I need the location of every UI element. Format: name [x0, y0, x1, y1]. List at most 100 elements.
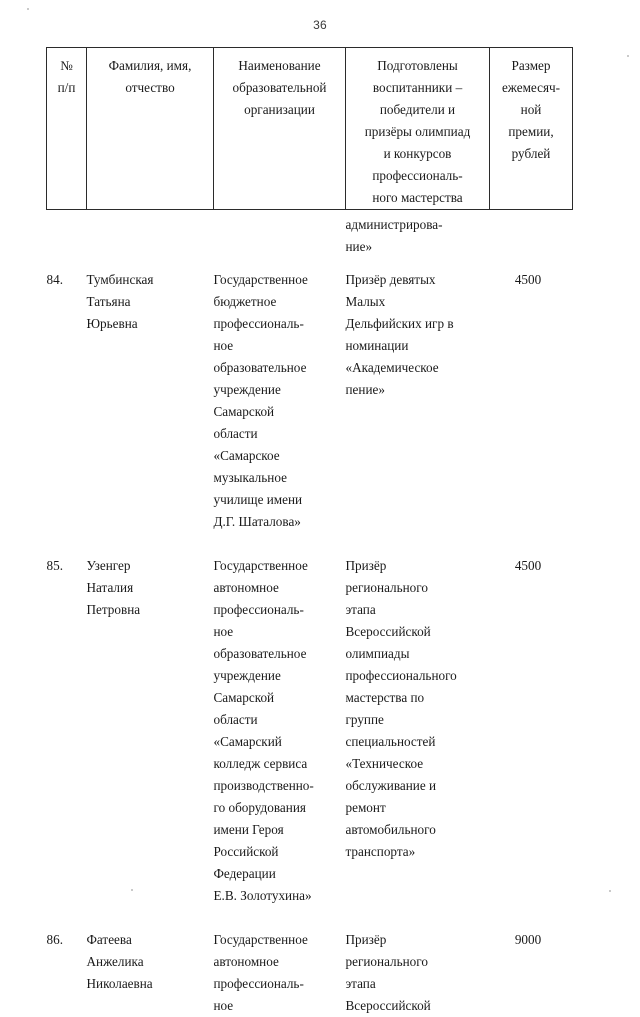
- cell-line: Самарской: [214, 401, 340, 423]
- cell-line: Юрьевна: [87, 313, 208, 335]
- cell-line: Размер: [494, 55, 568, 77]
- cell-line: образовательной: [218, 77, 341, 99]
- cell-line: воспитанники –: [350, 77, 485, 99]
- cell-line: области: [214, 423, 340, 445]
- cell-line: Всероссийской: [346, 621, 484, 643]
- cell-line: Д.Г. Шаталова»: [214, 511, 340, 533]
- cell-line: Малых: [346, 291, 484, 313]
- row-amount: 4500: [490, 269, 573, 533]
- cell-line: 84.: [47, 269, 81, 291]
- column-header-fullname-text: Фамилия, имя,отчество: [91, 55, 209, 99]
- cell-line: призёры олимпиад: [350, 121, 485, 143]
- row-spacer: [47, 258, 573, 269]
- cell-line: организации: [218, 99, 341, 121]
- cell-line: обслуживание и: [346, 775, 484, 797]
- cell-line: Татьяна: [87, 291, 208, 313]
- cell-line: Призёр девятых: [346, 269, 484, 291]
- cell-line: училище имени: [214, 489, 340, 511]
- cell-line: Наименование: [218, 55, 341, 77]
- cell-line: Николаевна: [87, 973, 208, 995]
- row-number: 85.: [47, 555, 87, 907]
- continuation-fullname: [87, 210, 214, 259]
- cell-line: регионального: [346, 577, 484, 599]
- cell-line: автономное: [214, 577, 340, 599]
- cell-line: образовательное: [214, 357, 340, 379]
- cell-line: ное: [214, 995, 340, 1017]
- cell-line: Фамилия, имя,: [91, 55, 209, 77]
- continuation-organization: [214, 210, 346, 259]
- scan-artifact: [609, 890, 611, 892]
- cell-line: «Академическое: [346, 357, 484, 379]
- continuation-row: администрирова-ние»: [47, 210, 573, 259]
- cell-text: 85.: [47, 555, 81, 577]
- cell-text: администрирова-ние»: [346, 214, 484, 258]
- cell-line: автономное: [214, 951, 340, 973]
- cell-line: Е.В. Золотухина»: [214, 885, 340, 907]
- cell-text: 4500: [490, 269, 567, 291]
- cell-text: 86.: [47, 929, 81, 951]
- cell-line: Государственное: [214, 555, 340, 577]
- cell-line: 4500: [490, 269, 567, 291]
- cell-line: «Самарский: [214, 731, 340, 753]
- cell-line: имени Героя: [214, 819, 340, 841]
- cell-line: Наталия: [87, 577, 208, 599]
- cell-line: Самарской: [214, 687, 340, 709]
- cell-line: п/п: [51, 77, 82, 99]
- cell-line: мастерства по: [346, 687, 484, 709]
- continuation-achievement: администрирова-ние»: [346, 210, 490, 259]
- cell-line: олимпиады: [346, 643, 484, 665]
- cell-line: музыкальное: [214, 467, 340, 489]
- cell-line: ного мастерства: [350, 187, 485, 209]
- cell-line: ние»: [346, 236, 484, 258]
- cell-line: го оборудования: [214, 797, 340, 819]
- cell-line: профессионального: [346, 665, 484, 687]
- cell-line: транспорта»: [346, 841, 484, 863]
- cell-line: Призёр: [346, 555, 484, 577]
- scan-artifact: [27, 8, 29, 10]
- cell-line: 85.: [47, 555, 81, 577]
- cell-line: ежемесяч-: [494, 77, 568, 99]
- scan-artifact: [131, 889, 133, 891]
- cell-line: номинации: [346, 335, 484, 357]
- cell-line: образовательное: [214, 643, 340, 665]
- cell-text: 84.: [47, 269, 81, 291]
- cell-line: Подготовлены: [350, 55, 485, 77]
- cell-line: учреждение: [214, 665, 340, 687]
- cell-line: профессиональ-: [350, 165, 485, 187]
- continuation-amount: [490, 210, 573, 259]
- cell-line: 9000: [490, 929, 567, 951]
- scan-artifact: [627, 55, 629, 57]
- cell-text: 9000: [490, 929, 567, 951]
- cell-line: 4500: [490, 555, 567, 577]
- row-number: 86.: [47, 929, 87, 1017]
- cell-line: бюджетное: [214, 291, 340, 313]
- cell-line: этапа: [346, 973, 484, 995]
- cell-line: профессиональ-: [214, 599, 340, 621]
- cell-line: Государственное: [214, 929, 340, 951]
